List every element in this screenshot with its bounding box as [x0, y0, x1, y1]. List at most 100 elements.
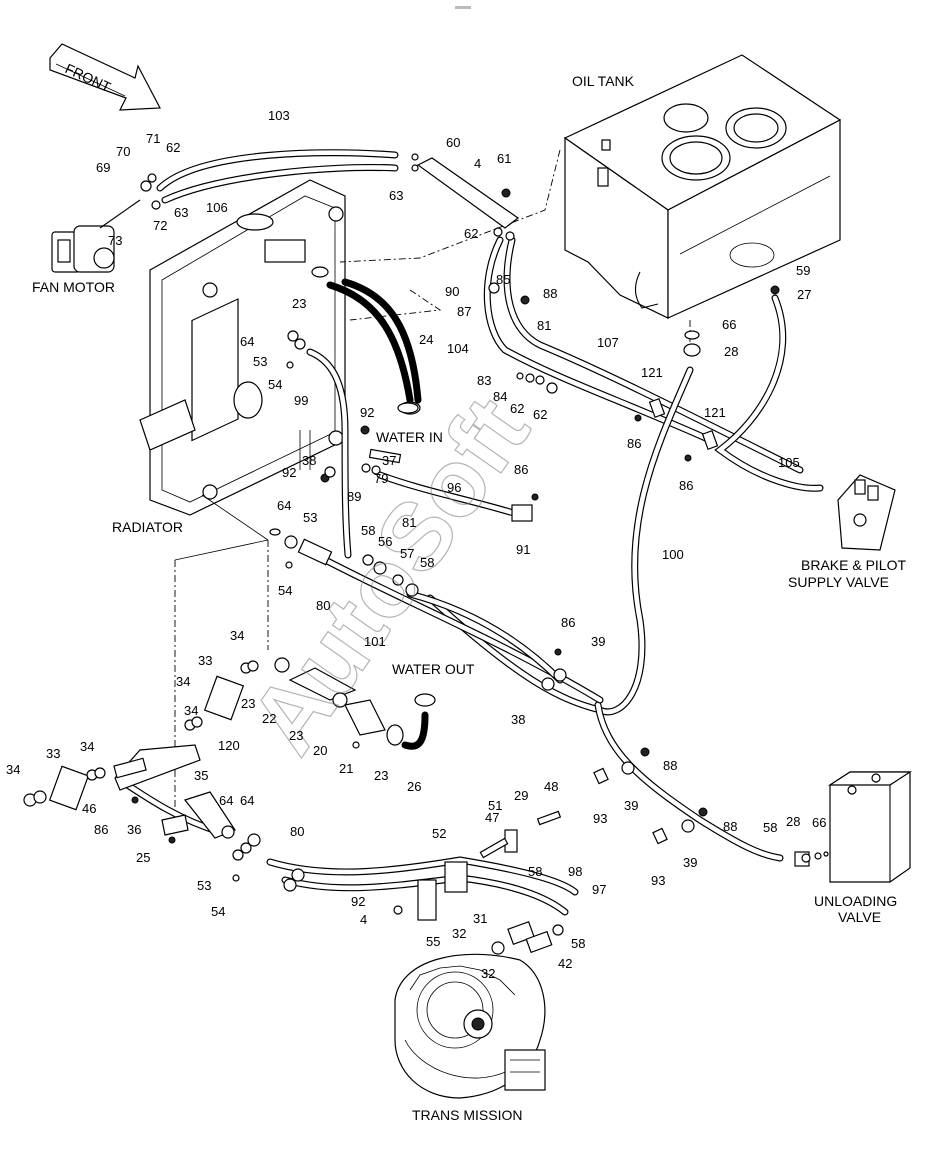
- part-callout: 21: [339, 761, 353, 776]
- part-callout: 42: [558, 956, 572, 971]
- part-callout: 92: [360, 405, 374, 420]
- part-callout: 62: [166, 140, 180, 155]
- part-callout: 69: [96, 160, 110, 175]
- part-callout: 34: [184, 703, 198, 718]
- part-callout: 46: [82, 801, 96, 816]
- part-callout: 104: [447, 341, 469, 356]
- part-callout: 64: [219, 793, 233, 808]
- part-callout: 107: [597, 335, 619, 350]
- part-callout: 37: [382, 453, 396, 468]
- part-callout: 64: [240, 793, 254, 808]
- label-oil-tank: OIL TANK: [572, 73, 635, 89]
- unloading-valve: [794, 771, 913, 883]
- part-callout: 36: [127, 822, 141, 837]
- part-callout: 99: [294, 393, 308, 408]
- part-callout: 56: [378, 534, 392, 549]
- front-arrow-icon: FRONT: [49, 43, 161, 111]
- part-callout: 86: [561, 615, 575, 630]
- part-callout: 64: [240, 334, 254, 349]
- fittings: [23, 153, 829, 892]
- part-callout: 58: [361, 523, 375, 538]
- part-callout: 57: [400, 546, 414, 561]
- part-callout: 121: [704, 405, 726, 420]
- part-callout: 33: [46, 746, 60, 761]
- part-callout: 58: [571, 936, 585, 951]
- part-callout: 23: [374, 768, 388, 783]
- part-callout: 23: [241, 696, 255, 711]
- part-callout: 91: [516, 542, 530, 557]
- part-callout: 121: [641, 365, 663, 380]
- part-callout: 39: [591, 634, 605, 649]
- part-callout: 88: [663, 758, 677, 773]
- brake-pilot-supply-valve: [837, 474, 896, 551]
- part-callout: 80: [290, 824, 304, 839]
- part-callout: 23: [289, 728, 303, 743]
- part-callout: 73: [108, 233, 122, 248]
- part-callout: 54: [278, 583, 292, 598]
- part-callout: 39: [683, 855, 697, 870]
- label-fan-motor: FAN MOTOR: [32, 279, 115, 295]
- part-callout: 71: [146, 131, 160, 146]
- part-callout: 86: [679, 478, 693, 493]
- part-callout: 85: [496, 272, 510, 287]
- part-callout: 70: [116, 144, 130, 159]
- label-radiator: RADIATOR: [112, 519, 183, 535]
- part-callout: 90: [445, 284, 459, 299]
- label-water-out: WATER OUT: [392, 661, 475, 677]
- fan-motor: [51, 199, 141, 273]
- label-water-in: WATER IN: [376, 429, 443, 445]
- part-callout: 53: [253, 354, 267, 369]
- part-callout: 63: [389, 188, 403, 203]
- part-callout: 59: [796, 263, 810, 278]
- part-callout: 88: [723, 819, 737, 834]
- part-callout: 66: [812, 815, 826, 830]
- part-callout: 100: [662, 547, 684, 562]
- part-callout: 27: [797, 287, 811, 302]
- label-brake-valve-1: BRAKE & PILOT: [801, 557, 906, 573]
- part-callout: 53: [197, 878, 211, 893]
- part-callout: 64: [277, 498, 291, 513]
- part-callout: 84: [493, 389, 507, 404]
- part-callout: 54: [268, 377, 282, 392]
- part-callout: 25: [136, 850, 150, 865]
- transmission: [394, 953, 546, 1099]
- water-fittings: [48, 401, 436, 811]
- part-callout: 54: [211, 904, 225, 919]
- bracket-52-55: [393, 810, 564, 955]
- part-callout: 32: [452, 926, 466, 941]
- part-callout: 79: [374, 471, 388, 486]
- part-callout: 55: [426, 934, 440, 949]
- part-callout: 28: [724, 344, 738, 359]
- part-callout: 98: [568, 864, 582, 879]
- part-callout: 97: [592, 882, 606, 897]
- part-callout: 92: [351, 894, 365, 909]
- part-callout: 38: [511, 712, 525, 727]
- label-trans-mission: TRANS MISSION: [412, 1107, 522, 1123]
- part-callout: 62: [464, 226, 478, 241]
- part-callout: 4: [360, 912, 367, 927]
- part-callout: 86: [94, 822, 108, 837]
- part-callout: 22: [262, 711, 276, 726]
- bracket-120: [113, 744, 236, 839]
- part-callout: 62: [510, 401, 524, 416]
- part-callout: 93: [651, 873, 665, 888]
- part-callout: 105: [778, 455, 800, 470]
- part-callout: 31: [473, 911, 487, 926]
- part-callout: 62: [533, 407, 547, 422]
- part-callout: 106: [206, 200, 228, 215]
- part-callout: 66: [722, 317, 736, 332]
- oil-tank: [563, 54, 842, 319]
- part-callout: 101: [364, 634, 386, 649]
- part-callout: 39: [624, 798, 638, 813]
- part-callout: 88: [543, 286, 557, 301]
- part-callout: 28: [786, 814, 800, 829]
- part-callout: 52: [432, 826, 446, 841]
- label-unloading-valve-1: UNLOADING: [814, 893, 897, 909]
- part-callout: 61: [497, 151, 511, 166]
- part-callout: 60: [446, 135, 460, 150]
- part-callout: 86: [627, 436, 641, 451]
- part-callout: 47: [485, 810, 499, 825]
- part-callout: 87: [457, 304, 471, 319]
- label-brake-valve-2: SUPPLY VALVE: [788, 574, 889, 590]
